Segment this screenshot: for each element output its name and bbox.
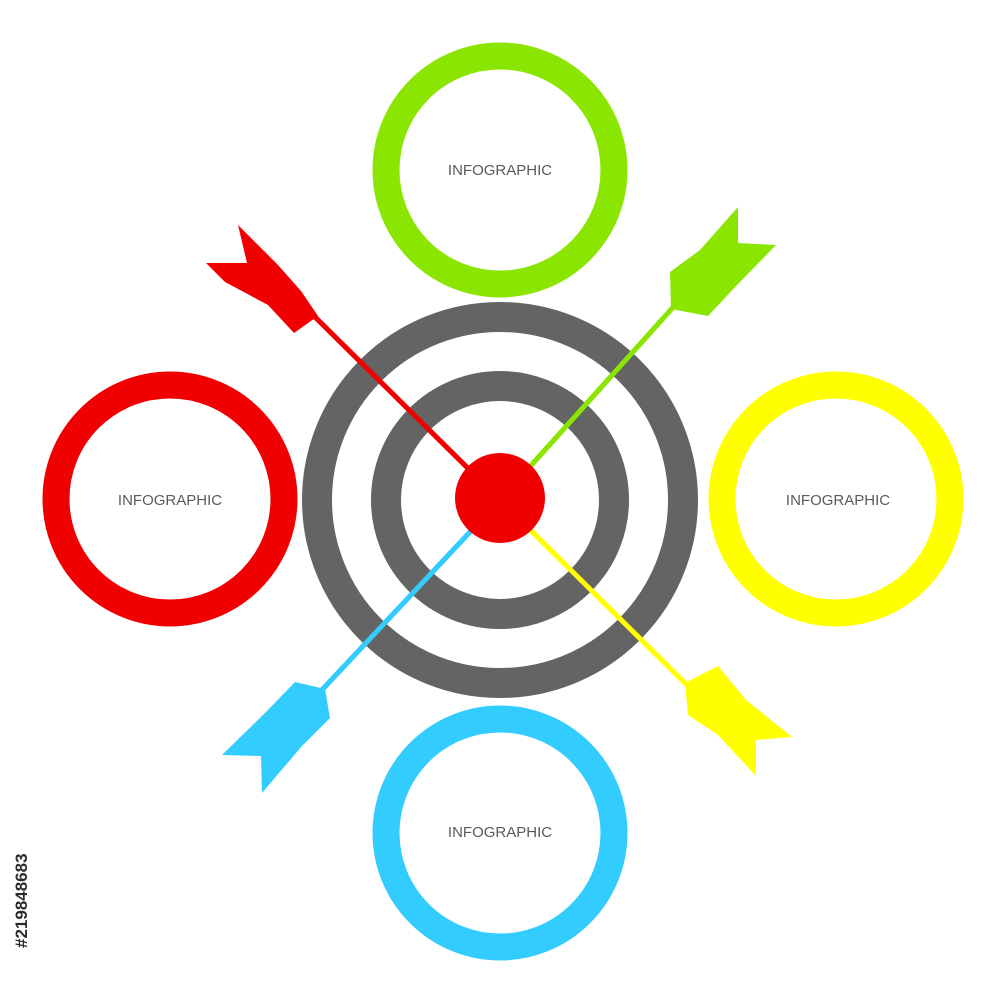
target [302,302,698,698]
info-circle-top: INFOGRAPHIC [372,42,628,298]
bullseye [455,453,545,543]
info-circle-left: INFOGRAPHIC [42,371,298,627]
info-circle-bottom: INFOGRAPHIC [372,705,628,961]
info-circle-left-ring [42,371,298,627]
arrow-fletchings [206,207,792,793]
info-circle-right: INFOGRAPHIC [708,371,964,627]
info-circle-right-label: INFOGRAPHIC [786,492,890,509]
blue-arrow-shaft-front [317,497,503,695]
target-outer-ring [302,302,698,698]
blue-arrow-fletching-icon [222,682,330,793]
stock-id-watermark: #219848683 [8,758,34,950]
info-circle-bottom-ring [372,705,628,961]
info-circle-right-ring [708,371,964,627]
green-arrow-fletching-icon [670,207,776,316]
red-arrow-fletching-icon [206,225,318,333]
yellow-arrow-shaft-front [497,497,691,689]
info-circle-bottom-label: INFOGRAPHIC [448,824,552,841]
target-inner-ring [371,371,629,629]
info-circle-left-label: INFOGRAPHIC [118,492,222,509]
info-circle-top-ring [372,42,628,298]
yellow-arrow-fletching-icon [685,666,792,776]
info-circle-top-label: INFOGRAPHIC [448,162,552,179]
stock-id-text: #219848683 [12,853,31,948]
